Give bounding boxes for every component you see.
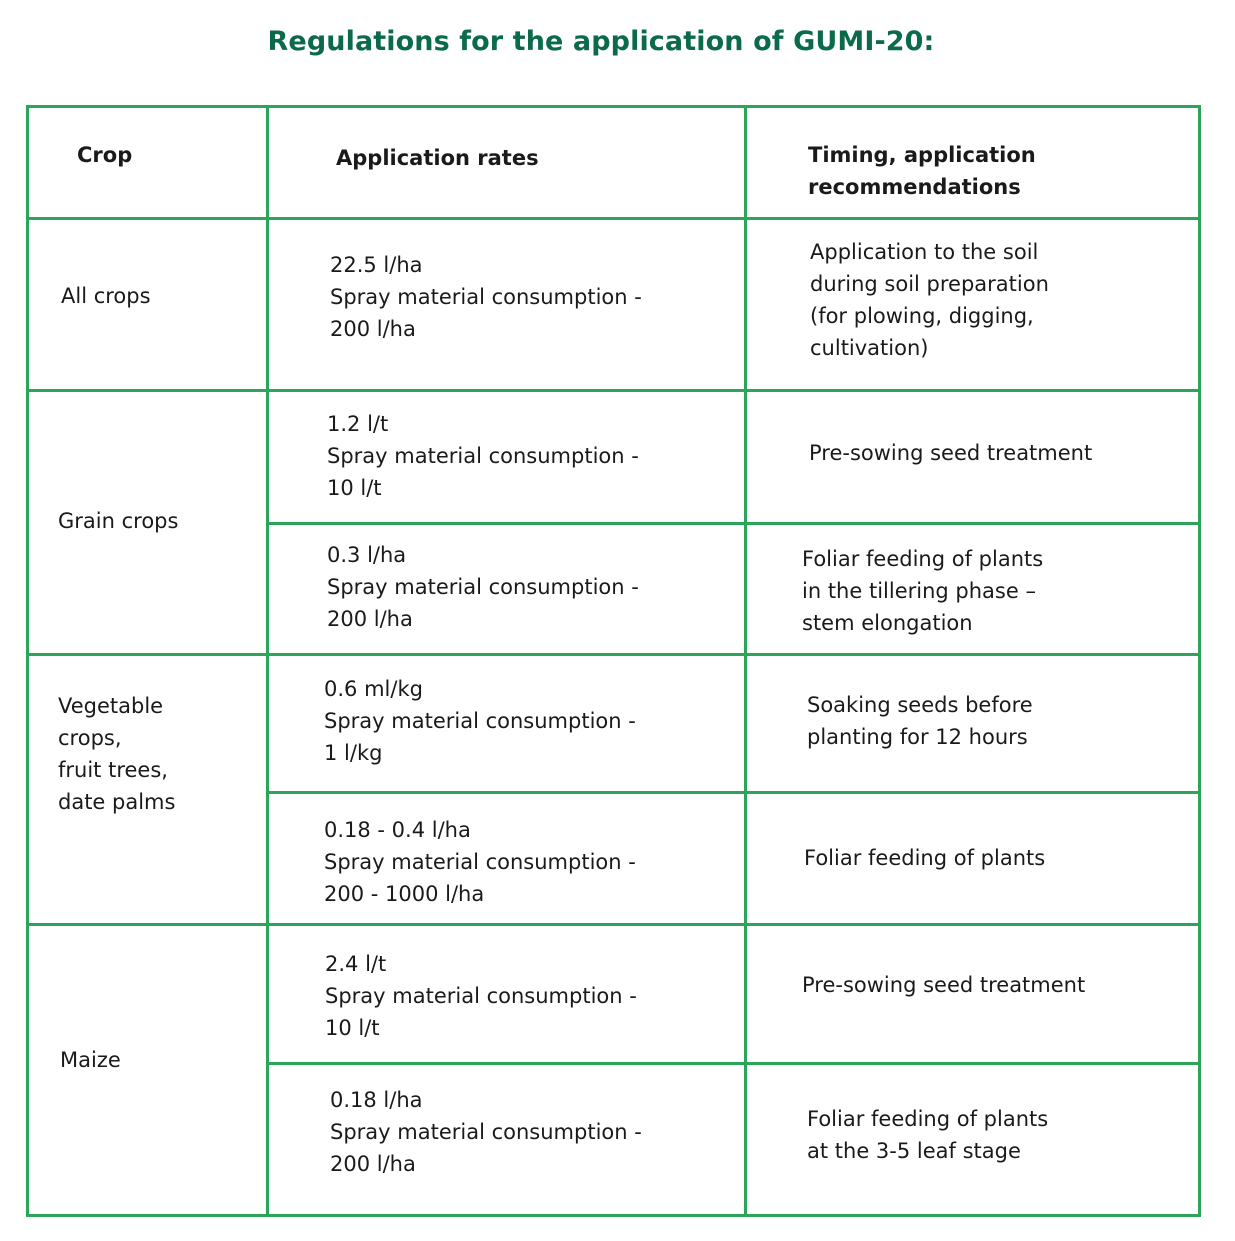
crop-cell: Maize bbox=[60, 1048, 121, 1072]
row-divider bbox=[26, 217, 1201, 220]
table-border-left bbox=[26, 105, 29, 1217]
header-crop: Crop bbox=[77, 143, 133, 167]
timing-cell: Foliar feeding of plants at the 3-5 leaf… bbox=[807, 1107, 1049, 1163]
row-divider bbox=[26, 923, 1201, 926]
rate-cell: 0.6 ml/kg Spray material consumption - 1… bbox=[324, 677, 636, 765]
rate-cell: 0.3 l/ha Spray material consumption - 20… bbox=[327, 543, 639, 631]
timing-cell: Foliar feeding of plants bbox=[804, 846, 1046, 870]
header-application-rates: Application rates bbox=[336, 146, 539, 170]
table-border-right bbox=[1198, 105, 1201, 1217]
rate-cell: 0.18 l/ha Spray material consumption - 2… bbox=[330, 1088, 642, 1176]
crop-cell: Vegetable crops, fruit trees, date palms bbox=[58, 694, 176, 814]
column-divider bbox=[744, 105, 747, 1217]
timing-cell: Pre-sowing seed treatment bbox=[809, 441, 1093, 465]
timing-cell: Soaking seeds before planting for 12 hou… bbox=[807, 693, 1033, 749]
crop-cell: Grain crops bbox=[58, 509, 179, 533]
column-divider bbox=[266, 105, 269, 1214]
row-divider bbox=[26, 389, 1201, 392]
crop-cell: All crops bbox=[61, 284, 151, 308]
table-border-top bbox=[26, 105, 1201, 108]
rate-cell: 0.18 - 0.4 l/ha Spray material consumpti… bbox=[324, 818, 636, 906]
subrow-divider bbox=[269, 522, 1201, 525]
rate-cell: 22.5 l/ha Spray material consumption - 2… bbox=[330, 253, 642, 341]
header-timing: Timing, application recommendations bbox=[808, 143, 1036, 199]
table-border-bottom bbox=[26, 1214, 1201, 1217]
rate-cell: 2.4 l/t Spray material consumption - 10 … bbox=[325, 952, 637, 1040]
subrow-divider bbox=[269, 1062, 1201, 1065]
subrow-divider bbox=[269, 791, 1201, 794]
rate-cell: 1.2 l/t Spray material consumption - 10 … bbox=[327, 412, 639, 500]
timing-cell: Foliar feeding of plants in the tillerin… bbox=[802, 547, 1044, 635]
timing-cell: Pre-sowing seed treatment bbox=[802, 973, 1086, 997]
timing-cell: Application to the soil during soil prep… bbox=[810, 240, 1049, 360]
row-divider bbox=[26, 653, 1201, 656]
page-title: Regulations for the application of GUMI-… bbox=[267, 26, 935, 57]
